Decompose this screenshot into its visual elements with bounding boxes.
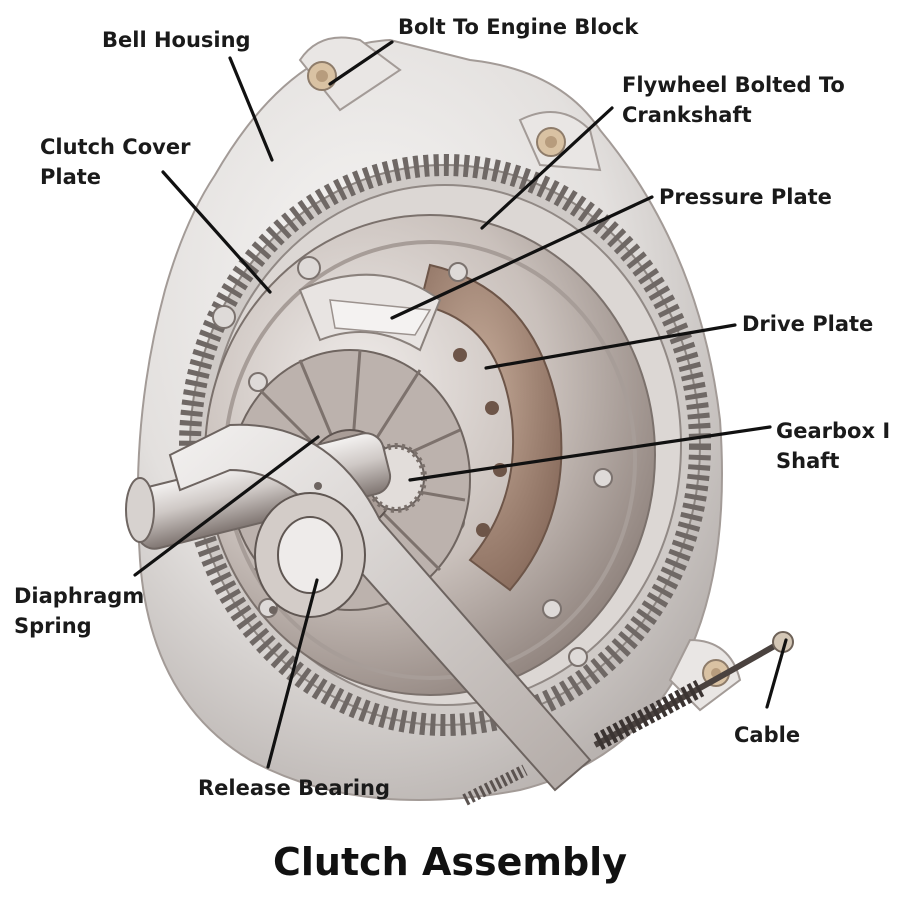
leader-bell-housing: [228, 56, 274, 162]
leader-lines: [133, 40, 788, 769]
label-diaphragm-spring: Diaphragm Spring: [14, 581, 144, 641]
leader-pressure-plate: [390, 195, 654, 320]
label-diaphragm-line1: Diaphragm: [14, 584, 145, 608]
leader-cable: [765, 638, 788, 709]
label-gearbox-shaft: Gearbox I Shaft: [776, 416, 890, 476]
label-pressure-plate: Pressure Plate: [659, 185, 832, 209]
leader-flywheel: [480, 106, 614, 230]
leader-bolt-engine: [328, 40, 394, 86]
label-clutch-cover-plate: Clutch Cover Plate: [40, 132, 190, 192]
label-cable: Cable: [734, 723, 801, 747]
label-clutch-cover-line1: Clutch Cover: [40, 135, 191, 159]
label-gearbox-line2: Shaft: [776, 449, 840, 473]
release-bearing: [254, 492, 366, 618]
label-drive-plate: Drive Plate: [742, 312, 874, 336]
leader-release-bearing: [266, 578, 319, 769]
leader-clutch-cover: [161, 170, 272, 294]
label-flywheel-line1: Flywheel Bolted To: [622, 73, 845, 97]
label-release-bearing: Release Bearing: [198, 776, 391, 800]
label-diaphragm-line2: Spring: [14, 614, 92, 638]
leader-diaphragm: [133, 435, 320, 577]
engine-block-bolts: [307, 61, 730, 687]
label-flywheel: Flywheel Bolted To Crankshaft: [622, 70, 845, 130]
pressure-plate: [298, 273, 442, 352]
leader-gearbox-shaft: [408, 425, 772, 482]
label-flywheel-line2: Crankshaft: [622, 103, 752, 127]
diagram-title: Clutch Assembly: [273, 840, 627, 884]
label-gearbox-line1: Gearbox I: [776, 419, 891, 443]
leader-drive-plate: [484, 323, 737, 370]
label-clutch-cover-line2: Plate: [40, 165, 102, 189]
label-bell-housing: Bell Housing: [102, 28, 251, 52]
return-spring: [462, 764, 528, 806]
label-bolt-to-engine-block: Bolt To Engine Block: [398, 15, 639, 39]
